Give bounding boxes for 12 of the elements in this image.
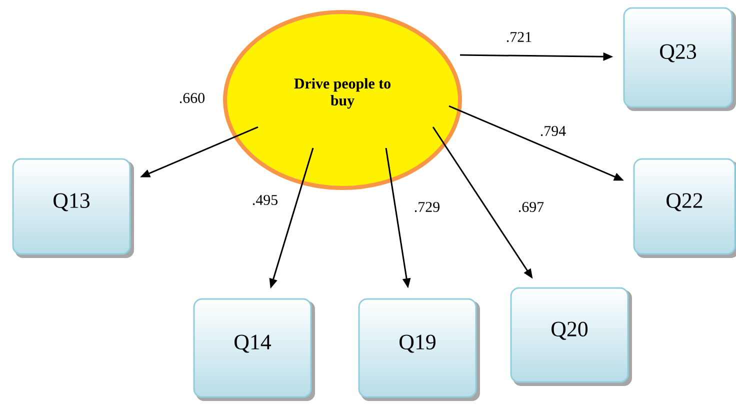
- question-box: Q14: [193, 298, 315, 401]
- edge-label: .729: [412, 200, 442, 214]
- edge-label: .721: [504, 30, 534, 44]
- question-box: Q20: [510, 287, 632, 386]
- edge-label: .794: [538, 124, 568, 138]
- question-box: Q13: [12, 158, 134, 258]
- edge-label: .660: [178, 92, 206, 104]
- question-box: Q23: [623, 7, 736, 111]
- edge-label: .495: [250, 194, 280, 206]
- edge-label: .697: [516, 200, 546, 214]
- question-box: Q22: [633, 158, 736, 258]
- question-box: Q19: [358, 298, 480, 401]
